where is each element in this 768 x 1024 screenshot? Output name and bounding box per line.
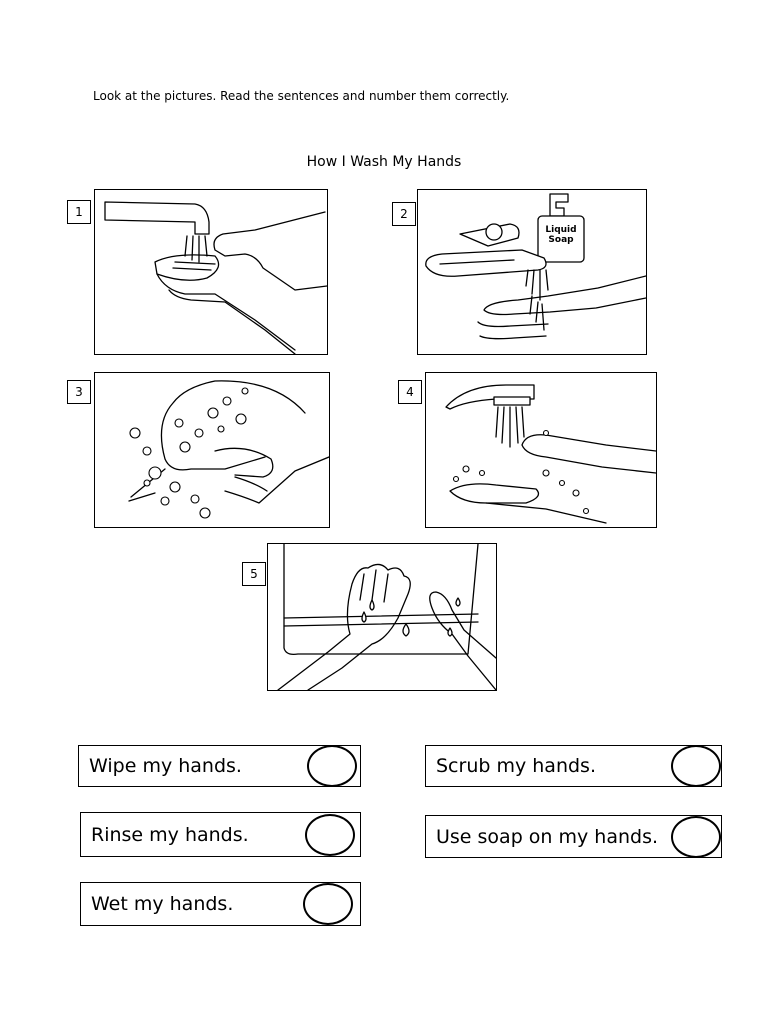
scrubbing-hands-with-bubbles-icon	[128, 380, 329, 519]
sentence-text: Rinse my hands.	[91, 823, 249, 846]
picture-number-1: 1	[67, 200, 91, 224]
wet-hands-under-tap-icon	[104, 201, 327, 354]
answer-circle-rinse[interactable]	[305, 813, 355, 856]
picture-number-2: 2	[392, 202, 416, 226]
sentence-box-rinse: Rinse my hands.	[80, 812, 361, 857]
sentence-text: Wipe my hands.	[89, 755, 242, 777]
answer-circle-use-soap[interactable]	[671, 815, 721, 858]
rinsing-hands-under-tap-icon	[445, 384, 656, 524]
sentence-box-use-soap: Use soap on my hands.	[425, 815, 722, 858]
wiping-hands-on-towel-icon	[277, 544, 496, 690]
picture-panel-3	[94, 372, 330, 528]
soap-dispenser-and-tap-icon: Liquid Soap	[425, 193, 646, 340]
picture-panel-1	[94, 189, 328, 355]
picture-number-5: 5	[242, 562, 266, 586]
sentence-text: Use soap on my hands.	[436, 825, 659, 848]
answer-circle-wipe[interactable]	[307, 745, 357, 787]
picture-panel-4	[425, 372, 657, 528]
picture-panel-2: Liquid Soap	[417, 189, 647, 355]
sentence-text: Wet my hands.	[91, 893, 234, 915]
picture-number-3: 3	[67, 380, 91, 404]
sentence-box-wipe: Wipe my hands.	[78, 745, 361, 787]
answer-circle-scrub[interactable]	[671, 745, 721, 787]
picture-number-4: 4	[398, 380, 422, 404]
soap-label-line2: Soap	[548, 235, 574, 245]
sentence-box-wet: Wet my hands.	[80, 882, 361, 926]
picture-panel-5	[267, 543, 497, 691]
sentence-text: Scrub my hands.	[436, 755, 596, 777]
answer-circle-wet[interactable]	[303, 883, 353, 925]
soap-label-line1: Liquid	[545, 225, 576, 235]
sentence-box-scrub: Scrub my hands.	[425, 745, 722, 787]
worksheet-title: How I Wash My Hands	[306, 154, 462, 170]
instructions-text: Look at the pictures. Read the sentences…	[93, 89, 510, 103]
